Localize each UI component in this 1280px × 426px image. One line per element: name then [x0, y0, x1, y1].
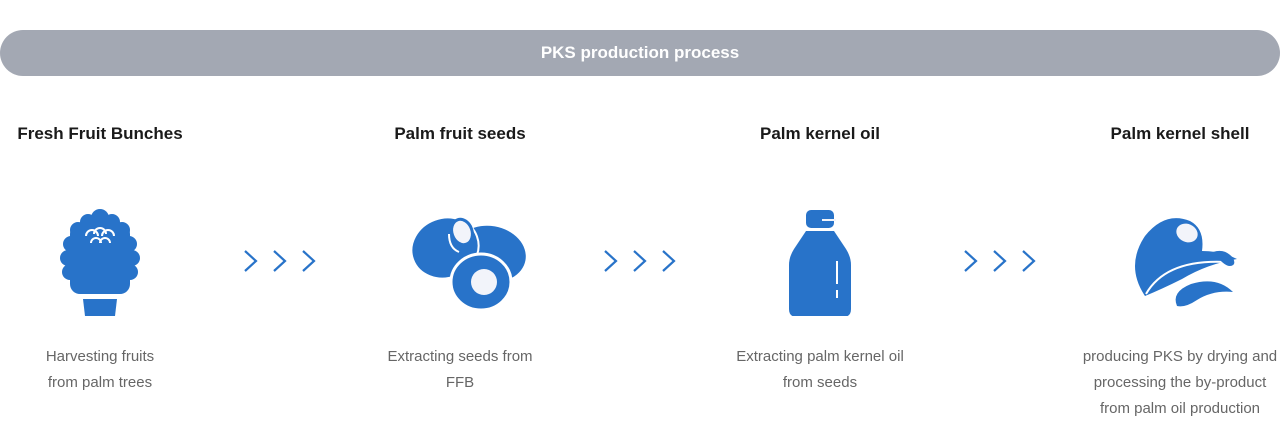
process-banner: PKS production process	[0, 30, 1280, 76]
desc-line: from seeds	[782, 374, 858, 391]
step-palm-kernel-oil: Palm kernel oil Extracting palm kernel o…	[700, 122, 940, 396]
desc-line: Harvesting fruits	[45, 348, 155, 365]
step-title: Palm kernel shell	[1110, 124, 1250, 143]
kernel-shell-icon	[1135, 218, 1237, 307]
chevrons-right-icon	[964, 250, 1036, 272]
fruit-bunch-icon	[60, 209, 140, 316]
step-fresh-fruit-bunches: Fresh Fruit Bunches Harvesting fruits fro…	[0, 122, 220, 396]
desc-line: from palm trees	[47, 374, 153, 391]
step-title: Fresh Fruit Bunches	[17, 124, 183, 143]
step-palm-kernel-shell: Palm kernel shell producing PKS by dryin…	[1060, 122, 1280, 422]
desc-line: FFB	[445, 374, 475, 391]
step-title: Palm kernel oil	[760, 124, 880, 143]
chevrons-right-icon	[604, 250, 676, 272]
step-title: Palm fruit seeds	[394, 124, 526, 143]
desc-line: Extracting palm kernel oil	[736, 348, 904, 365]
desc-line: Extracting seeds from	[387, 348, 533, 365]
desc-line: from palm oil production	[1099, 400, 1261, 417]
banner-title: PKS production process	[540, 43, 740, 62]
chevrons-right-icon	[244, 250, 316, 272]
desc-line: processing the by-product	[1093, 374, 1267, 391]
seeds-icon	[410, 216, 526, 312]
oil-bottle-icon	[789, 210, 851, 316]
desc-line: producing PKS by drying and	[1082, 348, 1278, 365]
